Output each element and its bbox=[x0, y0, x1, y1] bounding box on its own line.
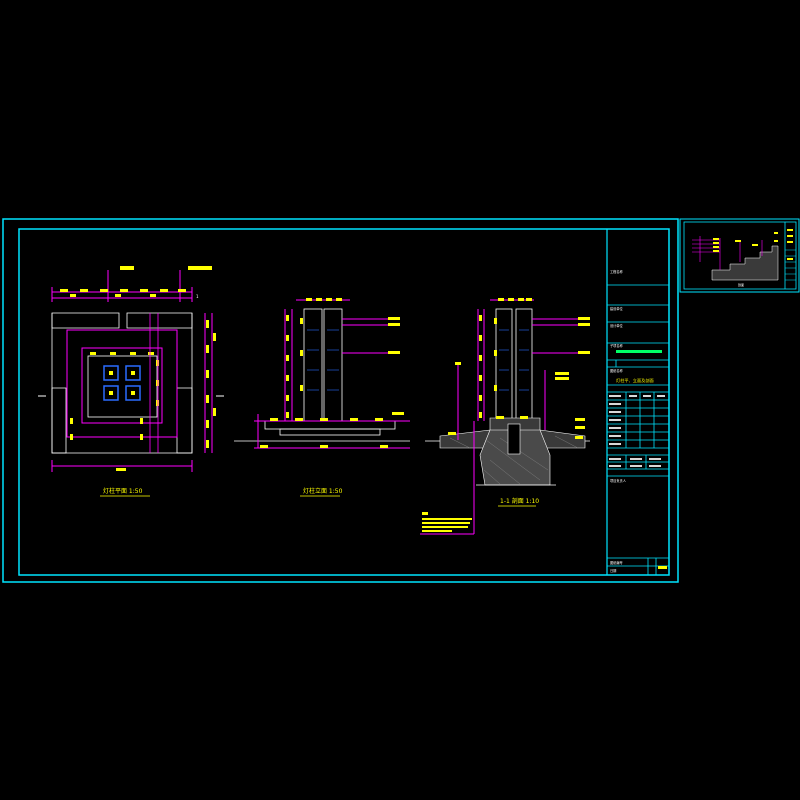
title-block-date: 日期 bbox=[610, 568, 616, 573]
title-block[interactable]: 工程名称 建设单位 设计单位 子项名称 图纸名称 灯柱平、立面及剖面 项目负责人… bbox=[607, 269, 669, 575]
view-labels: 灯柱平面 1:50 灯柱立面 1:50 1-1 剖面 1:10 bbox=[100, 487, 539, 507]
title-block-project: 工程名称 bbox=[610, 269, 624, 274]
title-block-drawing-name: 图纸名称 bbox=[610, 368, 624, 373]
title-block-client: 建设单位 bbox=[610, 306, 624, 311]
elevation-view[interactable] bbox=[234, 298, 410, 449]
svg-text:1: 1 bbox=[196, 294, 199, 299]
elevation-view-label: 灯柱立面 1:50 bbox=[303, 487, 343, 495]
main-sheet[interactable]: 1 bbox=[2, 218, 679, 583]
title-block-manager: 项目负责人 bbox=[610, 478, 627, 483]
plan-view[interactable]: 1 bbox=[38, 266, 224, 472]
section-view-label: 1-1 剖面 1:10 bbox=[500, 497, 539, 505]
title-block-drawing-title: 灯柱平、立面及剖面 bbox=[616, 377, 654, 384]
title-block-drawing-number: 图纸编号 bbox=[610, 560, 623, 565]
title-block-subproject: 子项名称 bbox=[610, 343, 624, 348]
section-view[interactable] bbox=[420, 298, 590, 535]
side-sheet-label: 剖面 bbox=[738, 282, 744, 287]
title-block-designer: 设计单位 bbox=[610, 323, 624, 328]
plan-view-label: 灯柱平面 1:50 bbox=[103, 487, 143, 495]
side-sheet[interactable]: 剖面 bbox=[679, 218, 800, 293]
